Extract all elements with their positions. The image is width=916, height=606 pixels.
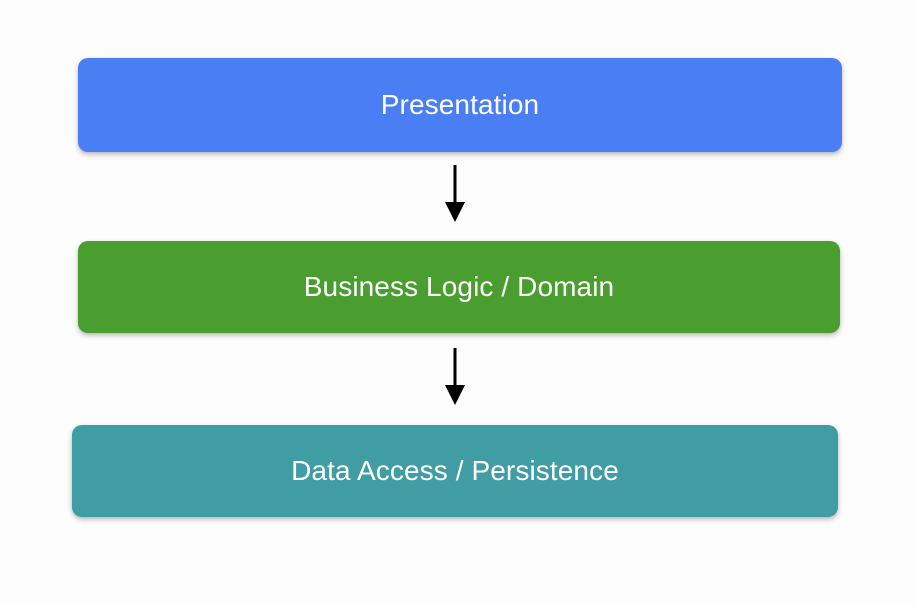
- layer-label-business-logic: Business Logic / Domain: [303, 271, 615, 302]
- layer-label-data-access: Data Access / Persistence: [291, 455, 619, 486]
- layer-box-presentation[interactable]: Presentation: [78, 58, 842, 152]
- layer-box-data-access[interactable]: Data Access / Persistence: [72, 425, 838, 517]
- arrow-business-logic-to-data-access: [440, 348, 470, 405]
- layer-box-business-logic[interactable]: Business Logic / Domain: [78, 241, 840, 333]
- layer-label-presentation: Presentation: [380, 89, 540, 120]
- arrow-presentation-to-business-logic: [440, 165, 470, 222]
